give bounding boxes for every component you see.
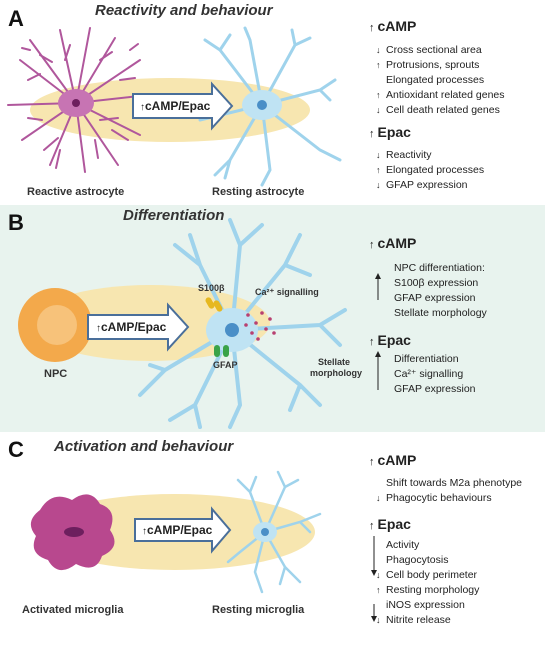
down-arrow-icon: ↓ xyxy=(376,493,381,503)
up-arrow-icon: ↑ xyxy=(376,90,381,100)
effect-item: Activity xyxy=(376,539,419,551)
effect-text: Elongated processes xyxy=(386,74,485,86)
epac-heading: ↑Epac xyxy=(369,332,411,348)
effect-item: ↓ Phagocytic behaviours xyxy=(376,492,492,504)
stellate-label-line-2: morphology xyxy=(310,368,362,378)
effect-text: Cross sectional area xyxy=(386,44,482,56)
effect-text: Phagocytosis xyxy=(386,554,449,566)
effect-item: Shift towards M2a phenotype xyxy=(376,477,522,489)
resting-microglia-caption: Resting microglia xyxy=(212,604,305,616)
camp-heading: ↑cAMP xyxy=(369,235,417,251)
effect-item: S100β expression xyxy=(384,277,478,289)
effect-text: Antioxidant related genes xyxy=(386,89,505,101)
effect-item: Ca²⁺ signalling xyxy=(384,368,463,380)
down-arrow-icon: ↓ xyxy=(376,615,381,625)
epac-heading: ↑Epac xyxy=(369,516,411,532)
panel-title: Reactivity and behaviour xyxy=(95,2,273,19)
effect-item: ↑ Protrusions, sprouts xyxy=(376,59,479,71)
effect-text: Shift towards M2a phenotype xyxy=(386,477,522,489)
effect-text: Protrusions, sprouts xyxy=(386,59,480,71)
panel-a-illustration xyxy=(7,26,342,187)
effect-item: ↑ Antioxidant related genes xyxy=(376,89,505,101)
effect-item: ↓ Cell body perimeter xyxy=(376,569,477,581)
effect-text: GFAP expression xyxy=(394,292,476,304)
effect-item: ↓ Cell death related genes xyxy=(376,104,500,116)
effect-text: GFAP expression xyxy=(386,179,468,191)
panel-title: Differentiation xyxy=(123,207,225,224)
arrow-shape xyxy=(134,506,232,554)
down-arrow-icon: ↓ xyxy=(376,105,381,115)
effect-text: Stellate morphology xyxy=(394,307,487,319)
panel-letter: B xyxy=(8,210,24,235)
effect-item: ↑ Resting morphology xyxy=(376,584,479,596)
calcium-dots xyxy=(244,311,276,341)
arrow-label: ↑cAMP/Epac xyxy=(142,523,213,537)
arrow-shape xyxy=(87,302,190,352)
effect-text: Nitrite release xyxy=(386,614,451,626)
panel-letter: A xyxy=(8,6,24,31)
effect-text: NPC differentiation: xyxy=(394,262,485,274)
effect-text: Differentiation xyxy=(394,353,459,365)
effect-text: Resting morphology xyxy=(386,584,480,596)
effect-text: iNOS expression xyxy=(386,599,465,611)
panel-letter: C xyxy=(8,437,24,462)
effect-item: GFAP expression xyxy=(384,383,476,395)
arrow-label: ↑cAMP/Epac xyxy=(140,99,211,113)
effect-item: GFAP expression xyxy=(384,292,476,304)
stellate-astrocyte-icon xyxy=(138,218,347,429)
calcium-signalling-label: Ca²⁺ signalling xyxy=(255,287,319,297)
down-arrow-icon: ↓ xyxy=(376,180,381,190)
effect-item: Elongated processes xyxy=(376,74,484,86)
effect-text: Phagocytic behaviours xyxy=(386,492,492,504)
arrow-label: ↑cAMP/Epac xyxy=(96,320,167,334)
reactive-astrocyte-icon xyxy=(7,27,149,173)
effect-text: S100β expression xyxy=(394,277,479,289)
activated-microglia-caption: Activated microglia xyxy=(22,604,124,616)
gfap-marker xyxy=(214,345,220,357)
effect-item: Phagocytosis xyxy=(376,554,448,566)
up-arrow-icon: ↑ xyxy=(376,165,381,175)
camp-heading: ↑cAMP xyxy=(369,452,417,468)
effect-item: Stellate morphology xyxy=(384,307,487,319)
down-arrow-icon: ↓ xyxy=(376,570,381,580)
effect-text: Reactivity xyxy=(386,149,432,161)
arrow-shape xyxy=(132,81,234,131)
effect-text: GFAP expression xyxy=(394,383,476,395)
effect-item: ↑ Elongated processes xyxy=(376,164,484,176)
gfap-label: GFAP xyxy=(213,360,238,370)
effect-text: Activity xyxy=(386,539,420,551)
panel-a: A Reactivity and behaviour ↑cAMP/Epac Re… xyxy=(0,0,545,205)
effect-item: ↓ GFAP expression xyxy=(376,179,468,191)
stellate-label-line-1: Stellate xyxy=(318,357,351,367)
s100b-label: S100β xyxy=(198,283,225,293)
panel-b: B Differentiation ↑cAMP/Epac NPC S100β C… xyxy=(0,205,545,432)
effect-item: ↓ Reactivity xyxy=(376,149,432,161)
panel-title: Activation and behaviour xyxy=(54,438,234,455)
up-arrow-icon: ↑ xyxy=(376,585,381,595)
effect-item: ↓ Cross sectional area xyxy=(376,44,482,56)
camp-heading: ↑cAMP xyxy=(369,18,417,34)
effect-item: Differentiation xyxy=(384,353,459,365)
effect-text: Elongated processes xyxy=(386,164,485,176)
resting-microglia-icon xyxy=(226,470,322,594)
resting-astrocyte-caption: Resting astrocyte xyxy=(212,186,305,198)
reactive-astrocyte-caption: Reactive astrocyte xyxy=(27,186,125,198)
s100b-marker xyxy=(205,297,215,309)
panel-b-illustration xyxy=(18,218,347,429)
effect-text: Cell death related genes xyxy=(386,104,500,116)
resting-astrocyte-icon xyxy=(198,26,342,187)
effect-item: ↓ Nitrite release xyxy=(376,614,451,626)
effect-item: NPC differentiation: xyxy=(384,262,485,274)
effect-text: Cell body perimeter xyxy=(386,569,478,581)
npc-label: NPC xyxy=(44,368,68,380)
effect-text: Ca²⁺ signalling xyxy=(394,368,464,380)
panel-c: C Activation and behaviour ↑cAMP/Epac Ac… xyxy=(0,432,545,645)
panel-c-illustration xyxy=(30,470,322,594)
up-arrow-icon: ↑ xyxy=(376,60,381,70)
down-arrow-icon: ↓ xyxy=(376,45,381,55)
effect-item: iNOS expression xyxy=(376,599,465,611)
down-arrow-icon: ↓ xyxy=(376,150,381,160)
epac-heading: ↑Epac xyxy=(369,124,411,140)
